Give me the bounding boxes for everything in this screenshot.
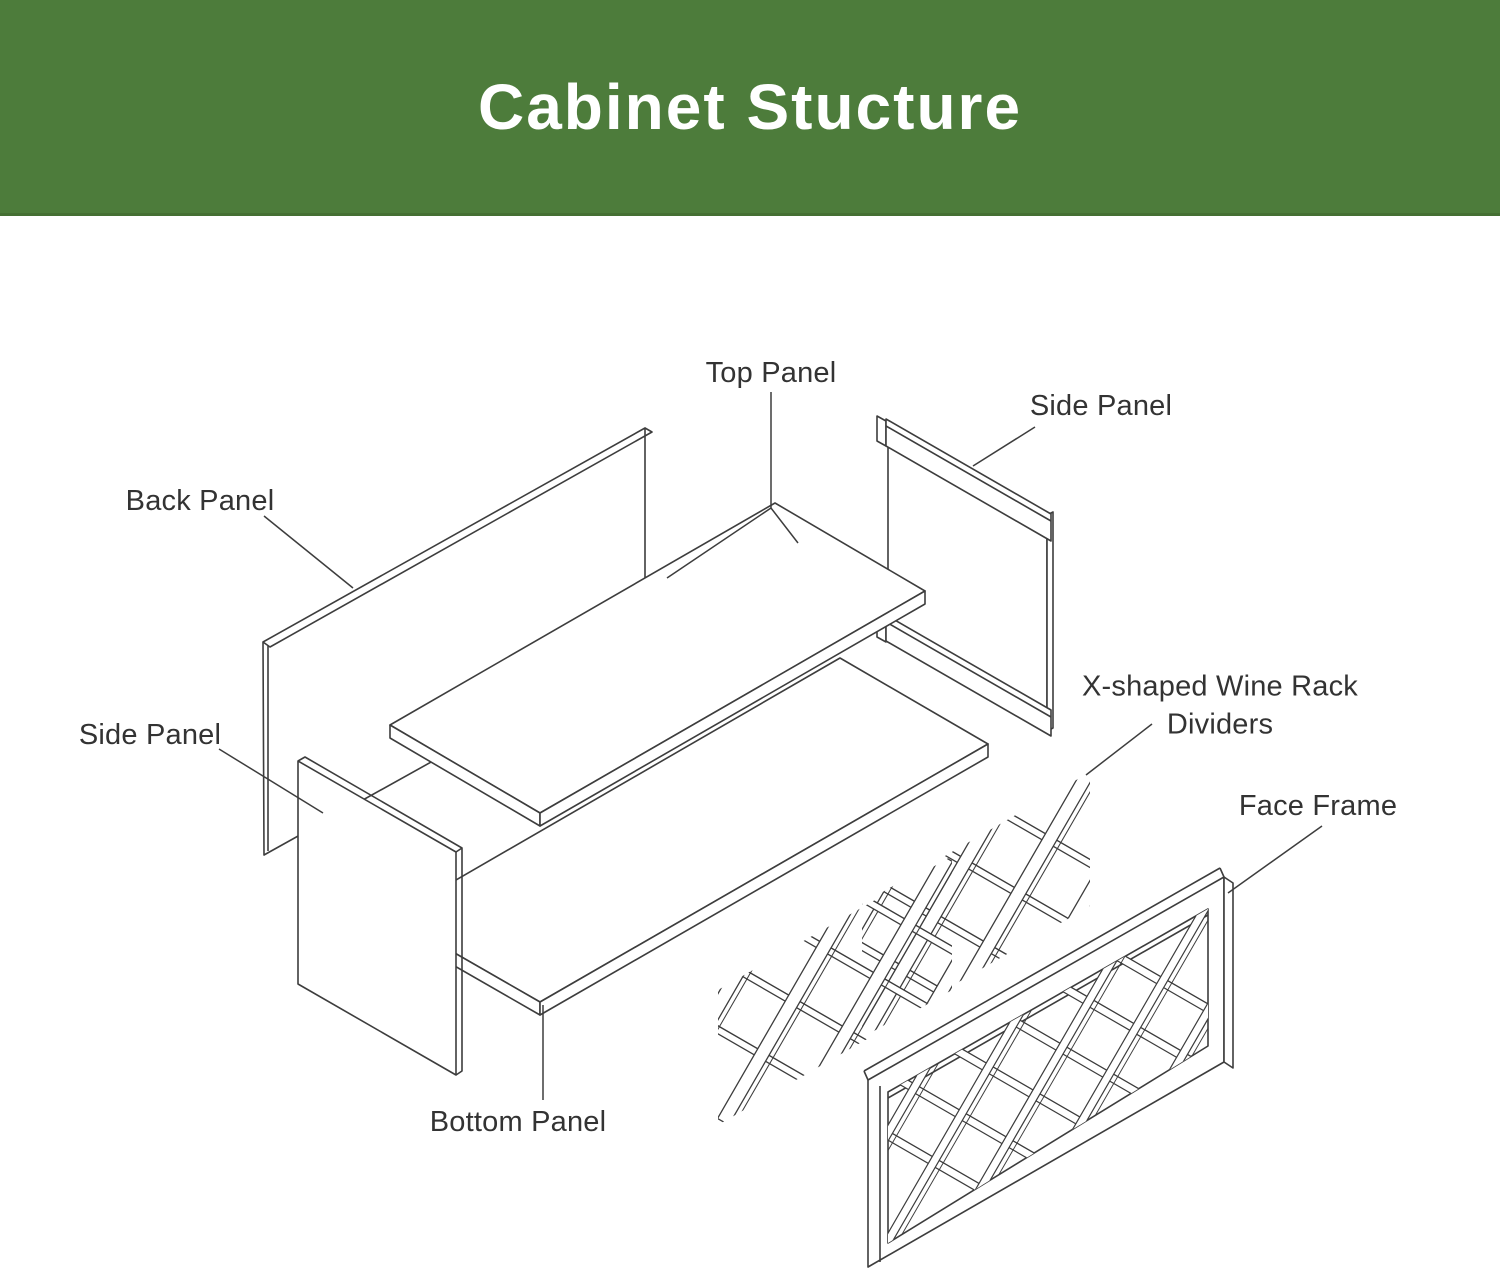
leader-side-panel-left	[218, 748, 324, 814]
label-face-frame: Face Frame	[1238, 790, 1398, 823]
leader-back-panel	[263, 515, 354, 589]
label-back-panel: Back Panel	[125, 485, 275, 518]
top-panel-drawing	[389, 502, 926, 827]
label-bottom-panel: Bottom Panel	[429, 1106, 607, 1139]
label-wine-rack-line1: X-shaped Wine Rack	[1082, 670, 1358, 703]
leader-face-frame	[1227, 825, 1323, 894]
page-title: Cabinet Stucture	[477, 70, 1023, 143]
title-banner: Cabinet Stucture	[0, 0, 1500, 216]
label-side-panel-left: Side Panel	[78, 719, 222, 752]
side-panel-right-drawing	[876, 415, 1054, 737]
leader-top-panel	[666, 392, 799, 579]
face-frame-drawing	[863, 867, 1234, 1268]
label-wine-rack-dividers: X-shaped Wine Rack Dividers	[1055, 668, 1385, 743]
side-panel-left-drawing	[297, 756, 463, 1076]
label-wine-rack-line2: Dividers	[1166, 708, 1274, 740]
label-side-panel-right: Side Panel	[1029, 390, 1173, 423]
leader-side-panel-right	[972, 426, 1036, 467]
label-top-panel: Top Panel	[705, 357, 837, 390]
leader-wine-rack-dividers	[1085, 723, 1153, 776]
leader-lines	[218, 392, 1323, 1100]
